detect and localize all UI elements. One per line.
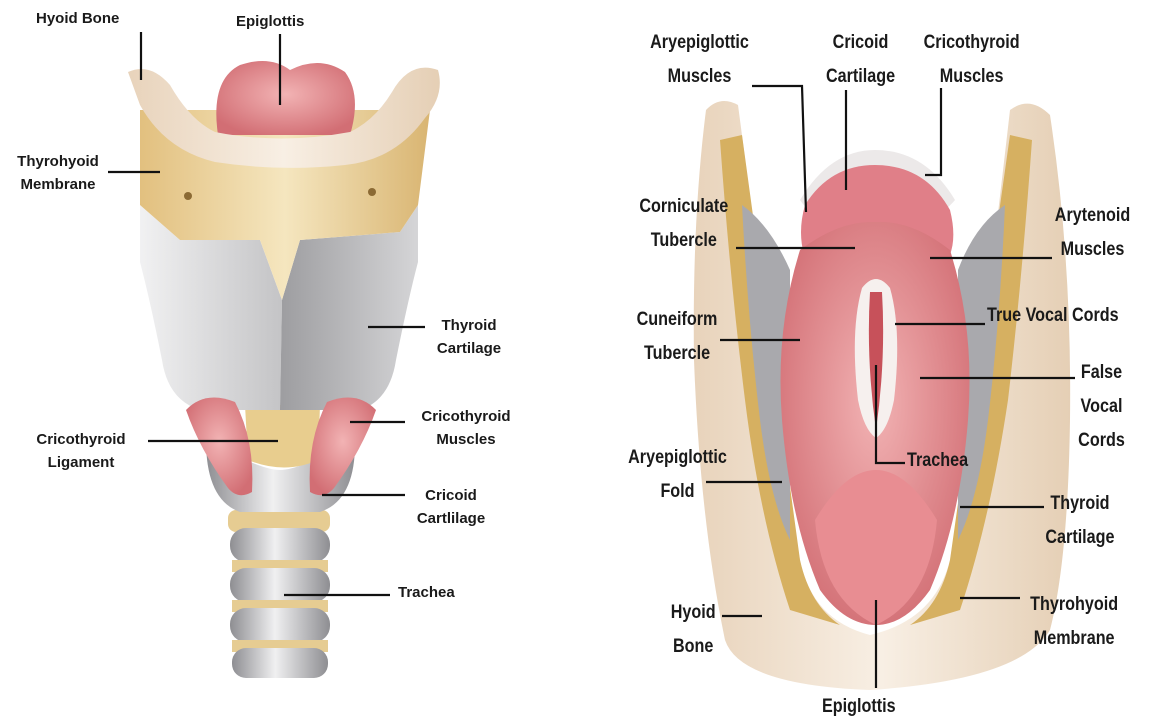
label-epiglottis-right: Epiglottis bbox=[822, 690, 896, 724]
label-trachea: Trachea bbox=[398, 581, 455, 604]
label-cricothyroid-muscles: Cricothyroid Muscles bbox=[402, 405, 530, 451]
label-cricothyroid-muscles-right: Cricothyroid Muscles bbox=[913, 26, 1030, 94]
label-cricoid-cartilage: Cricoid Cartlilage bbox=[402, 484, 500, 530]
label-thyroid-cartilage-right: Thyroid Cartilage bbox=[1040, 487, 1120, 555]
label-thyroid-cartilage: Thyroid Cartilage bbox=[424, 314, 514, 360]
left-larynx-illustration bbox=[128, 61, 440, 678]
label-false-vocal-cords: False Vocal Cords bbox=[1076, 356, 1127, 458]
left-epiglottis bbox=[216, 61, 355, 135]
label-thyrohyoid-membrane: Thyrohyoid Membrane bbox=[6, 150, 110, 196]
left-membrane-foramen-icon bbox=[184, 192, 192, 200]
label-aryepiglottic-muscles: Aryepiglottic Muscles bbox=[640, 26, 759, 94]
label-cuneiform-tubercle: Cuneiform Tubercle bbox=[626, 303, 728, 371]
label-aryepiglottic-fold: Aryepiglottic Fold bbox=[618, 441, 737, 509]
label-trachea-right: Trachea bbox=[907, 444, 968, 478]
label-corniculate-tubercle: Corniculate Tubercle bbox=[626, 190, 742, 258]
left-cricothyroid-ligament bbox=[245, 405, 320, 468]
label-cricoid-cartilage-right: Cricoid Cartilage bbox=[818, 26, 903, 94]
label-arytenoid-muscles: Arytenoid Muscles bbox=[1050, 199, 1135, 267]
left-membrane-foramen-icon bbox=[368, 188, 376, 196]
label-hyoid-bone: Hyoid Bone bbox=[36, 7, 119, 30]
label-cricothyroid-ligament: Cricothyroid Ligament bbox=[14, 428, 148, 474]
label-true-vocal-cords: True Vocal Cords bbox=[987, 299, 1119, 333]
right-larynx-illustration bbox=[694, 101, 1070, 690]
label-epiglottis: Epiglottis bbox=[236, 10, 304, 33]
label-thyrohyoid-membrane-right: Thyrohyoid Membrane bbox=[1024, 588, 1124, 656]
label-hyoid-bone-right: Hyoid Bone bbox=[666, 596, 720, 664]
